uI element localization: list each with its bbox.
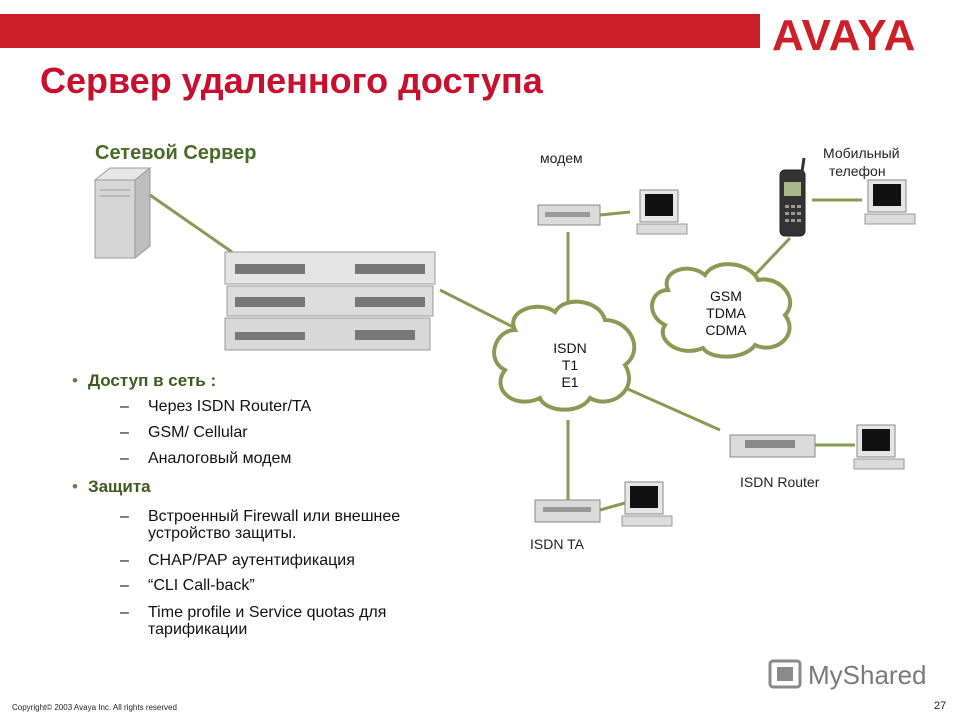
bullet-security-label: Защита xyxy=(87,477,151,496)
dash-icon: – xyxy=(120,604,129,621)
isdn-ta-icon xyxy=(534,499,601,523)
copyright-text: Copyright© 2003 Avaya Inc. All rights re… xyxy=(12,703,177,712)
access-server-rack-icon xyxy=(224,251,436,351)
sub-bullet-firewall: – Встроенный Firewall или внешнее устройс… xyxy=(120,508,458,542)
e1-label: E1 xyxy=(561,374,579,390)
sub-bullet-gsm: – GSM/ Cellular xyxy=(120,424,248,441)
dash-icon: – xyxy=(120,508,129,525)
dash-icon: – xyxy=(120,450,129,467)
isdn-cloud xyxy=(492,299,637,412)
t1-label: T1 xyxy=(561,357,579,373)
isdn-router-label: ISDN Router xyxy=(740,474,820,490)
mobile-pc-icon xyxy=(864,179,916,225)
dash-icon: – xyxy=(120,398,129,415)
sub-bullet-isdn: – Через ISDN Router/TA xyxy=(120,398,312,415)
bullet-dot-icon: • xyxy=(72,371,78,390)
router-pc-icon xyxy=(853,424,905,470)
cdma-label: CDMA xyxy=(705,322,747,338)
dash-icon: – xyxy=(120,552,129,569)
modem-label: модем xyxy=(540,150,583,166)
modem-device-icon xyxy=(537,204,601,226)
bullet-dot-icon: • xyxy=(72,477,78,496)
modem-pc-icon xyxy=(636,189,688,235)
server-subtitle: Сетевой Сервер xyxy=(95,142,257,164)
sub-bullet-modem-text: Аналоговый модем xyxy=(148,450,292,467)
sub-bullet-gsm-text: GSM/ Cellular xyxy=(148,424,248,441)
server-tower-icon xyxy=(93,166,152,260)
sub-bullet-callback: – “CLI Call-back” xyxy=(120,577,255,594)
bullet-access-label: Доступ в сеть : xyxy=(87,371,217,390)
gsm-label: GSM xyxy=(710,288,742,304)
svg-text:AVAYA: AVAYA xyxy=(772,11,916,60)
isdn-label: ISDN xyxy=(553,340,587,356)
myshared-watermark-logo xyxy=(768,659,802,689)
dash-icon: – xyxy=(120,424,129,441)
sub-bullet-chap: – CHAP/PAP аутентификация xyxy=(120,552,355,569)
sub-bullet-firewall-text: Встроенный Firewall или внешнее устройст… xyxy=(148,508,401,542)
avaya-logo: AVAYA xyxy=(772,11,916,60)
gsm-cloud xyxy=(650,262,793,359)
sub-bullet-modem: – Аналоговый модем xyxy=(120,450,292,467)
slide-title: Сервер удаленного доступа xyxy=(40,60,543,101)
gsm-cloud-labels: GSM TDMA CDMA xyxy=(700,288,752,339)
sub-bullet-chap-text: CHAP/PAP аутентификация xyxy=(148,552,355,569)
mobile-label-line1: Мобильный xyxy=(823,145,900,161)
sub-bullet-isdn-text: Через ISDN Router/TA xyxy=(148,398,312,415)
header-bar xyxy=(0,14,760,48)
isdn-ta-label: ISDN TA xyxy=(530,536,584,552)
dash-icon: – xyxy=(120,577,129,594)
myshared-watermark-text: MyShared xyxy=(808,660,927,690)
sub-bullet-callback-text: “CLI Call-back” xyxy=(148,577,255,594)
ta-pc-icon xyxy=(621,481,673,527)
mobile-label-line2: телефон xyxy=(829,163,886,179)
sub-bullet-quotas-text: Time profile и Service quotas для тарифи… xyxy=(148,604,387,638)
bullet-security: • Защита xyxy=(72,477,151,497)
tdma-label: TDMA xyxy=(706,305,746,321)
page-number: 27 xyxy=(934,700,947,712)
sub-bullet-quotas: – Time profile и Service quotas для тариф… xyxy=(120,604,448,638)
mobile-phone-icon xyxy=(779,157,806,237)
connection-lines xyxy=(149,193,862,512)
bullet-access: • Доступ в сеть : xyxy=(72,371,216,391)
isdn-router-icon xyxy=(729,434,816,458)
isdn-cloud-labels: ISDN T1 E1 xyxy=(545,340,595,391)
